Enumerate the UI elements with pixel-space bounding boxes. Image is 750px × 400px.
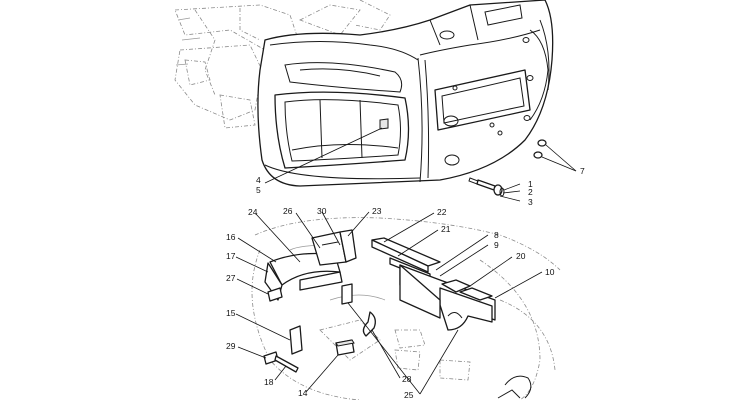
lower-frame-ghost [251, 217, 561, 400]
callout-10: 10 [545, 267, 555, 277]
bolt-assembly [468, 177, 505, 197]
callout-18: 18 [264, 377, 274, 387]
callout-20: 20 [516, 251, 526, 261]
callout-28: 28 [402, 374, 412, 384]
callout-21: 21 [441, 224, 451, 234]
callout-16: 16 [226, 232, 236, 242]
callout-8: 8 [494, 230, 499, 240]
callout-23: 23 [372, 206, 382, 216]
callout-9: 9 [494, 240, 499, 250]
callout-4: 4 [256, 175, 261, 185]
callout-29: 29 [226, 341, 236, 351]
callout-27: 27 [226, 273, 236, 283]
callout-14: 14 [298, 388, 308, 398]
leader-lines [235, 127, 577, 395]
callout-1: 1 [528, 179, 533, 189]
callout-15: 15 [226, 308, 236, 318]
callout-17: 17 [226, 251, 236, 261]
counterweight-body [257, 0, 554, 187]
callout-7: 7 [580, 166, 585, 176]
callout-25: 25 [404, 390, 414, 400]
callout-24: 24 [248, 207, 258, 217]
o-ring-parts [533, 139, 547, 159]
callout-2: 2 [528, 187, 533, 197]
callout-26: 26 [283, 206, 293, 216]
callout-22: 22 [437, 207, 447, 217]
background-frame-ghost [174, 0, 391, 129]
callout-30: 30 [317, 206, 327, 216]
exploded-covers [263, 229, 496, 373]
callout-5: 5 [256, 185, 261, 195]
callout-3: 3 [528, 197, 533, 207]
callout-labels: 1 2 3 4 5 7 8 9 10 14 15 16 17 18 20 21 … [226, 166, 585, 400]
